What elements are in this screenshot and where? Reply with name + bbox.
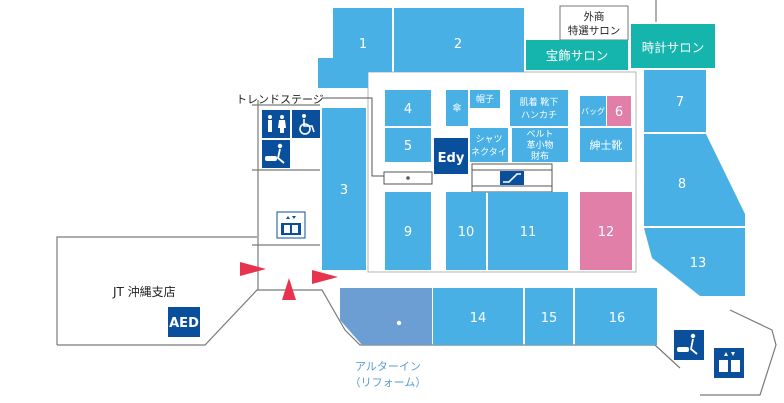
shop-9-number: 9 bbox=[404, 225, 412, 240]
underwear-area[interactable] bbox=[510, 90, 568, 126]
belts-area[interactable] bbox=[512, 128, 568, 162]
jewelry-salon[interactable]: 宝飾サロン bbox=[526, 40, 628, 70]
shop-7-number: 7 bbox=[676, 95, 684, 110]
shop-5-number: 5 bbox=[404, 139, 412, 154]
jewelry-salon-label: 宝飾サロン bbox=[546, 48, 609, 63]
shop-5[interactable]: 5 bbox=[385, 128, 431, 162]
shop-13-number: 13 bbox=[690, 256, 707, 271]
shop-15[interactable]: 15 bbox=[525, 288, 573, 345]
shop-8[interactable]: 8 bbox=[644, 134, 745, 226]
shop-14[interactable]: 14 bbox=[433, 288, 523, 345]
trend-stage-label: トレンドステージ bbox=[236, 93, 324, 106]
shop-9[interactable]: 9 bbox=[385, 192, 431, 270]
watch-salon[interactable]: 時計サロン bbox=[631, 24, 715, 68]
entrance-arrow-icon bbox=[240, 262, 338, 300]
baby-care-icon[interactable] bbox=[674, 330, 704, 360]
shop-2[interactable]: 2 bbox=[394, 8, 524, 72]
shop-7[interactable]: 7 bbox=[644, 70, 706, 132]
right-facilities bbox=[674, 330, 744, 378]
shop-2-number: 2 bbox=[454, 37, 462, 52]
alter-inn-label-1: アルターイン bbox=[355, 360, 421, 373]
umbrella-area[interactable] bbox=[446, 90, 468, 126]
shop-3-number: 3 bbox=[340, 183, 348, 198]
shop-16[interactable]: 16 bbox=[575, 288, 657, 345]
facilities-column bbox=[262, 110, 320, 239]
shop-10-number: 10 bbox=[458, 225, 475, 240]
belts-label-1: ベルト bbox=[526, 130, 553, 140]
restroom-icon[interactable] bbox=[262, 110, 290, 138]
shop-6[interactable]: 6 bbox=[607, 96, 631, 126]
shop-4[interactable]: 4 bbox=[385, 90, 431, 126]
shop-12[interactable]: 12 bbox=[580, 192, 632, 270]
shop-1[interactable]: 1 bbox=[318, 8, 392, 88]
special-salon-label-2: 特選サロン bbox=[568, 24, 621, 37]
shop-10[interactable]: 10 bbox=[446, 192, 486, 270]
shop-15-number: 15 bbox=[541, 311, 558, 326]
baby-care-icon[interactable] bbox=[262, 140, 290, 168]
hats-area[interactable] bbox=[470, 90, 500, 108]
special-salon[interactable]: 外商 特選サロン bbox=[559, 5, 629, 41]
mens-shoes-area[interactable]: 紳士靴 bbox=[580, 128, 632, 162]
shirts-label-2: ネクタイ bbox=[471, 147, 507, 158]
shop-14-number: 14 bbox=[470, 311, 487, 326]
shop-12-number: 12 bbox=[598, 225, 615, 240]
shop-1-number: 1 bbox=[359, 37, 367, 52]
aed-label: AED bbox=[169, 316, 199, 331]
belts-label-3: 財布 bbox=[531, 150, 549, 162]
trend-stage[interactable]: トレンドステージ bbox=[236, 93, 433, 185]
shop-16-number: 16 bbox=[609, 311, 626, 326]
alter-inn-label-2: （リフォーム） bbox=[350, 376, 427, 389]
shop-8-number: 8 bbox=[678, 177, 686, 192]
watch-salon-label: 時計サロン bbox=[642, 40, 705, 55]
category-block: 傘 帽子 肌着 靴下 ハンカチ シャツ ネクタイ ベルト 革小物 財布 bbox=[446, 90, 568, 162]
aed-box[interactable]: AED bbox=[168, 307, 200, 337]
alter-inn-area[interactable] bbox=[340, 288, 432, 345]
underwear-label-2: ハンカチ bbox=[521, 110, 557, 121]
escalator-icon[interactable] bbox=[471, 163, 553, 193]
special-salon-label-1: 外商 bbox=[584, 10, 605, 23]
belts-label-2: 革小物 bbox=[526, 139, 553, 151]
bags-label: バッグ bbox=[581, 106, 605, 116]
shop-3[interactable]: 3 bbox=[322, 108, 366, 270]
edy-terminal[interactable]: Edy bbox=[434, 138, 468, 174]
mens-shoes-label: 紳士靴 bbox=[590, 138, 623, 152]
hats-label: 帽子 bbox=[476, 93, 494, 105]
shop-11[interactable]: 11 bbox=[488, 192, 568, 270]
edy-label: Edy bbox=[438, 151, 465, 166]
jt-branch-label: JT 沖縄支店 bbox=[112, 284, 176, 299]
bags-area[interactable]: バッグ bbox=[580, 96, 606, 126]
umbrella-label: 傘 bbox=[452, 102, 461, 114]
underwear-label-1: 肌着 靴下 bbox=[520, 96, 559, 108]
shirts-area[interactable] bbox=[470, 128, 508, 162]
shirts-label-1: シャツ bbox=[475, 135, 502, 145]
shop-6-number: 6 bbox=[615, 105, 623, 120]
shop-11-number: 11 bbox=[520, 225, 537, 240]
shop-13[interactable]: 13 bbox=[644, 228, 745, 296]
shop-4-number: 4 bbox=[404, 102, 412, 117]
